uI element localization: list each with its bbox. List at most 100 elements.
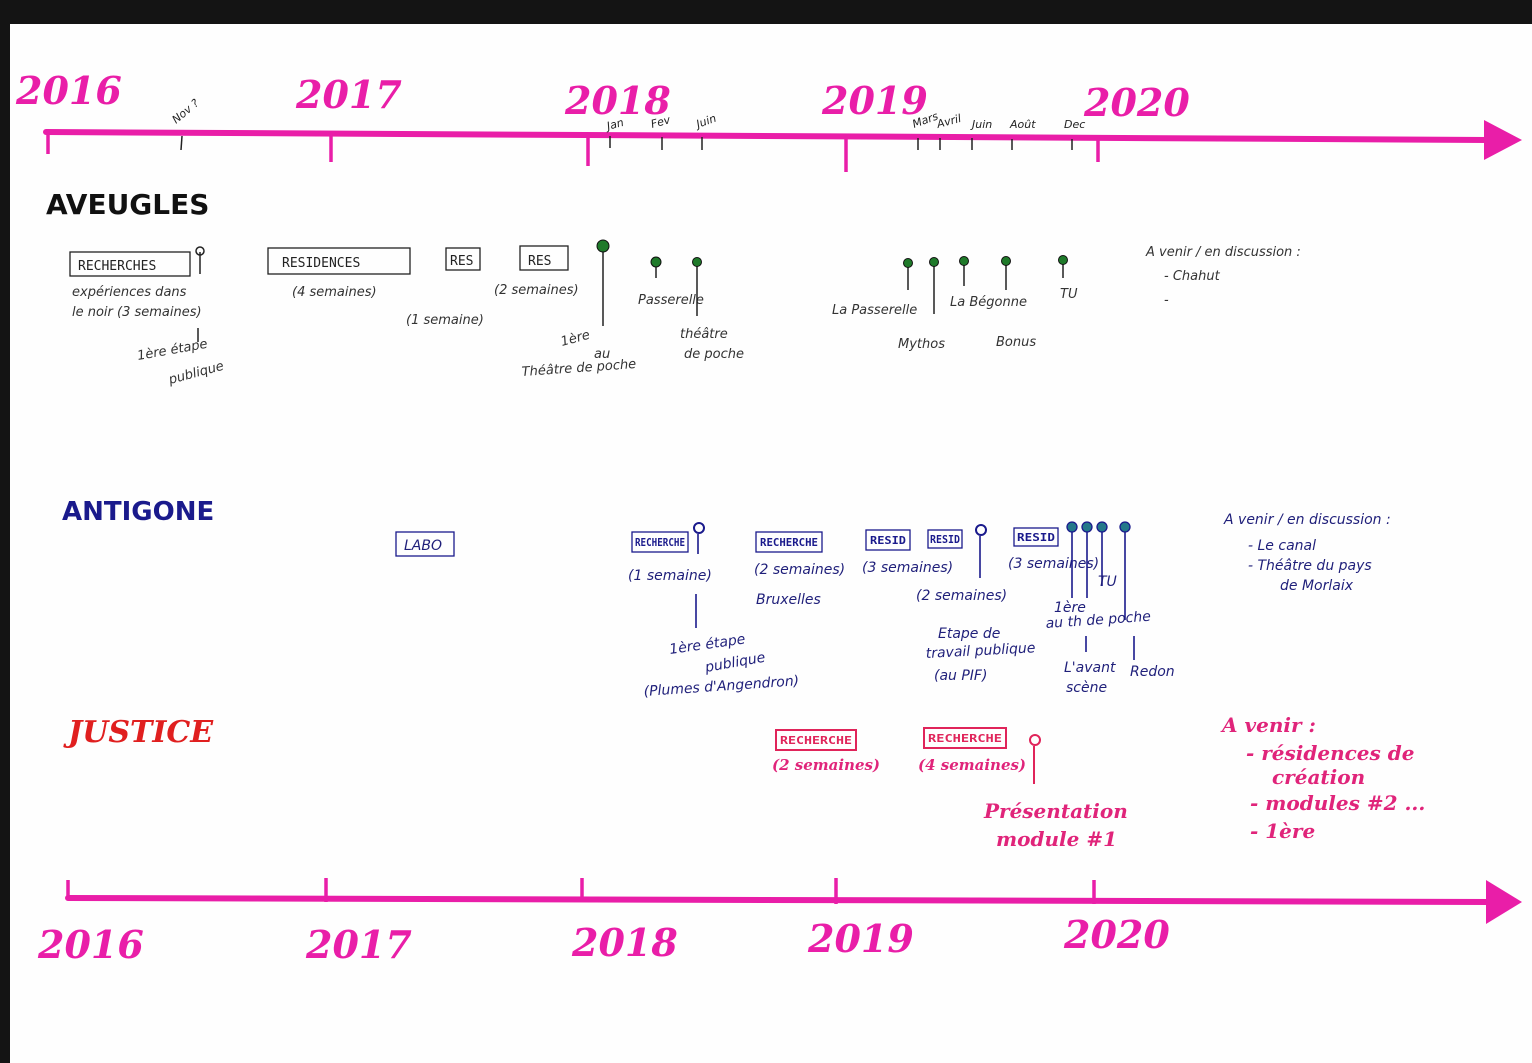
justice-future-title: A venir : — [1220, 713, 1316, 737]
pin-head — [1081, 521, 1093, 533]
aveugles-res1-note: (1 semaine) — [406, 313, 484, 328]
antigone-recherche1-note: (1 semaine) — [628, 568, 712, 584]
pin-head — [959, 256, 969, 266]
pin-head — [692, 257, 702, 267]
month-label-juin-2019: Juin — [970, 118, 992, 131]
top-axis-arrowhead — [1484, 120, 1522, 160]
antigone-labo-box — [395, 531, 455, 557]
aveugles-theatre-l1: théâtre — [680, 327, 728, 342]
aveugles-premiere-l1: 1ère — [559, 328, 591, 350]
antigone-title: ANTIGONE — [62, 497, 214, 527]
bottom-year-2020: 2020 — [1063, 912, 1170, 957]
antigone-premiere-l2: au th de poche — [1045, 609, 1151, 632]
pin-head — [975, 524, 987, 536]
month-label-jan: Jan — [603, 116, 625, 133]
antigone-recherche1-event2: publique — [703, 650, 767, 676]
aveugles-res2-box — [519, 245, 569, 271]
justice-future-item4: - 1ère — [1250, 819, 1315, 843]
month-label-aout: Août — [1009, 118, 1036, 131]
antigone-redon: Redon — [1130, 664, 1175, 680]
aveugles-tour-begonne: La Bégonne — [950, 295, 1027, 310]
antigone-resid2-box — [927, 529, 963, 549]
timeline-diagram: 2016 2017 2018 2019 2020 Nov ? Jan Fev J… — [15, 68, 1522, 967]
antigone-resid2-label: RESID — [930, 533, 960, 546]
justice-recherche2-label: RECHERCHE — [928, 732, 1002, 745]
antigone-resid2-event2: travail publique — [925, 640, 1035, 662]
antigone-resid1-label: RESID — [870, 534, 906, 547]
antigone-future-item1: - Le canal — [1248, 538, 1316, 554]
aveugles-event2: publique — [166, 359, 225, 388]
aveugles-passerelle: Passerelle — [638, 293, 704, 308]
month-label-dec: Dec — [1064, 118, 1085, 131]
bottom-axis-line — [65, 895, 1493, 905]
aveugles-premiere-l3: Théâtre de poche — [521, 357, 636, 380]
month-label-fev: Fev — [649, 113, 672, 131]
justice-presentation-l1: Présentation — [983, 799, 1128, 823]
top-year-2019: 2019 — [821, 78, 928, 123]
bottom-axis-arrowhead — [1486, 880, 1522, 924]
antigone-resid1-box — [865, 529, 911, 551]
justice-future-item1: - résidences de — [1246, 741, 1414, 765]
antigone-resid3-box — [1013, 527, 1059, 547]
aveugles-premiere-l2: au — [594, 347, 610, 362]
bottom-year-2016: 2016 — [37, 922, 144, 967]
aveugles-recherches-label: RECHERCHES — [78, 259, 156, 274]
month-label-avril: Avril — [934, 112, 962, 131]
antigone-resid2-event1: Etape de — [938, 626, 1000, 642]
aveugles-res1-box — [445, 247, 481, 271]
pin-head — [596, 239, 610, 253]
aveugles-recherches-box — [69, 251, 191, 277]
top-year-2017: 2017 — [295, 72, 402, 117]
aveugles-residences-label: RESIDENCES — [282, 256, 360, 271]
aveugles-res1-label: RES — [450, 254, 473, 269]
justice-recherche1-label: RECHERCHE — [780, 734, 852, 747]
pin-head — [1066, 521, 1078, 533]
antigone-recherche1-box — [631, 531, 689, 553]
month-label-juin: Juin — [693, 112, 718, 132]
aveugles-recherches-note2: le noir (3 semaines) — [72, 305, 202, 320]
antigone-recherche2-label: RECHERCHE — [760, 536, 818, 549]
aveugles-tour-bonus: Bonus — [996, 335, 1036, 350]
aveugles-row: AVEUGLES RECHERCHES expériences dans le … — [46, 188, 1301, 388]
aveugles-res2-note: (2 semaines) — [494, 283, 579, 298]
antigone-avant-scene-l1: L'avant — [1064, 660, 1116, 676]
aveugles-future-item2: - — [1164, 293, 1169, 308]
antigone-tu: TU — [1098, 574, 1117, 590]
justice-title: JUSTICE — [63, 715, 214, 750]
aveugles-tour-mythos: Mythos — [898, 337, 945, 352]
aveugles-residences-box — [267, 247, 411, 275]
antigone-resid2-note: (2 semaines) — [916, 588, 1007, 604]
antigone-row: ANTIGONE LABO RECHERCHE (1 semaine) 1ère… — [62, 497, 1391, 700]
aveugles-title: AVEUGLES — [46, 188, 209, 221]
aveugles-theatre-l2: de poche — [684, 347, 744, 362]
top-axis: 2016 2017 2018 2019 2020 Nov ? Jan Fev J… — [15, 68, 1522, 172]
antigone-resid2-event3: (au PIF) — [934, 668, 987, 684]
bottom-year-2017: 2017 — [305, 922, 412, 967]
pin-head — [903, 258, 913, 268]
pin-head — [1119, 521, 1131, 533]
pin-head — [693, 522, 705, 534]
justice-recherche1-note: (2 semaines) — [772, 756, 880, 774]
antigone-resid1-note: (3 semaines) — [862, 560, 953, 576]
antigone-recherche2-note: (2 semaines) — [754, 562, 845, 578]
antigone-premiere-l1: 1ère — [1054, 600, 1086, 616]
antigone-resid3-note: (3 semaines) — [1008, 556, 1099, 572]
aveugles-tour-tu: TU — [1060, 287, 1078, 302]
antigone-recherche1-event3: (Plumes d'Angendron) — [643, 673, 800, 700]
antigone-future-title: A venir / en discussion : — [1223, 512, 1391, 528]
antigone-recherche2-place: Bruxelles — [756, 592, 821, 608]
month-tick — [180, 135, 183, 151]
pin-head — [195, 246, 205, 256]
aveugles-res2-label: RES — [528, 254, 551, 269]
justice-recherche2-note: (4 semaines) — [918, 756, 1026, 774]
antigone-future-item3: de Morlaix — [1280, 578, 1354, 594]
justice-future-item3: - modules #2 ... — [1250, 791, 1425, 815]
aveugles-event1: 1ère étape — [136, 337, 209, 364]
justice-recherche1-box — [775, 729, 857, 751]
pin-head — [1029, 734, 1041, 746]
antigone-future-item2: - Théâtre du pays — [1248, 558, 1372, 574]
justice-row: JUSTICE RECHERCHE (2 semaines) RECHERCHE… — [63, 713, 1425, 851]
antigone-recherche2-box — [755, 531, 823, 553]
pin-head — [1058, 255, 1068, 265]
justice-recherche2-box — [923, 727, 1007, 749]
